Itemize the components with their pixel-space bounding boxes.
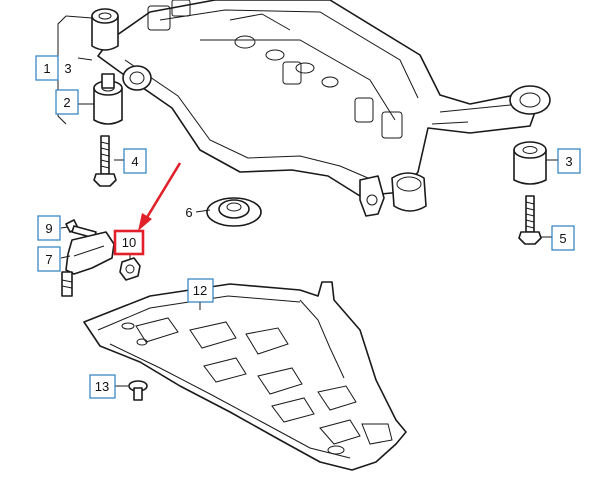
- part-6-grommet: [206, 197, 262, 227]
- part-13-screw: [128, 380, 148, 401]
- part-5-bolt: [518, 195, 542, 245]
- part-3-bushing-right: [513, 141, 547, 185]
- callout-7[interactable]: 7: [37, 246, 61, 272]
- callout-10-label: 10: [122, 235, 136, 250]
- callout-3-left-label: 3: [64, 61, 71, 76]
- callout-1[interactable]: 1: [35, 55, 59, 81]
- callout-7-label: 7: [45, 252, 52, 267]
- callout-4[interactable]: 4: [123, 148, 147, 174]
- highlight-arrow: [138, 162, 182, 231]
- callout-1-label: 1: [43, 61, 50, 76]
- callout-3-right[interactable]: 3: [557, 148, 581, 174]
- callout-3-left[interactable]: 3: [64, 61, 71, 76]
- callout-2-label: 2: [63, 95, 70, 110]
- subframe: [97, 0, 551, 217]
- part-1-bushing: [91, 8, 119, 51]
- callout-3-right-label: 3: [565, 154, 572, 169]
- part-4-bolt: [93, 135, 117, 187]
- callout-5-label: 5: [559, 231, 566, 246]
- part-2-bushing: [93, 73, 123, 125]
- callout-12[interactable]: 12: [187, 278, 214, 303]
- callout-10[interactable]: 10: [113, 229, 145, 256]
- callout-5[interactable]: 5: [551, 225, 575, 251]
- callout-6-label: 6: [185, 205, 192, 220]
- callout-6[interactable]: 6: [185, 205, 192, 220]
- part-7-bracket: [61, 231, 115, 297]
- part-12-underbody-panel: [83, 281, 407, 471]
- callout-4-label: 4: [131, 154, 138, 169]
- callout-9[interactable]: 9: [37, 215, 61, 241]
- callout-9-label: 9: [45, 221, 52, 236]
- callout-13[interactable]: 13: [89, 374, 116, 399]
- part-10-nut: [119, 257, 141, 281]
- callout-12-label: 12: [193, 283, 207, 298]
- callout-13-label: 13: [95, 379, 109, 394]
- callout-2[interactable]: 2: [55, 89, 79, 115]
